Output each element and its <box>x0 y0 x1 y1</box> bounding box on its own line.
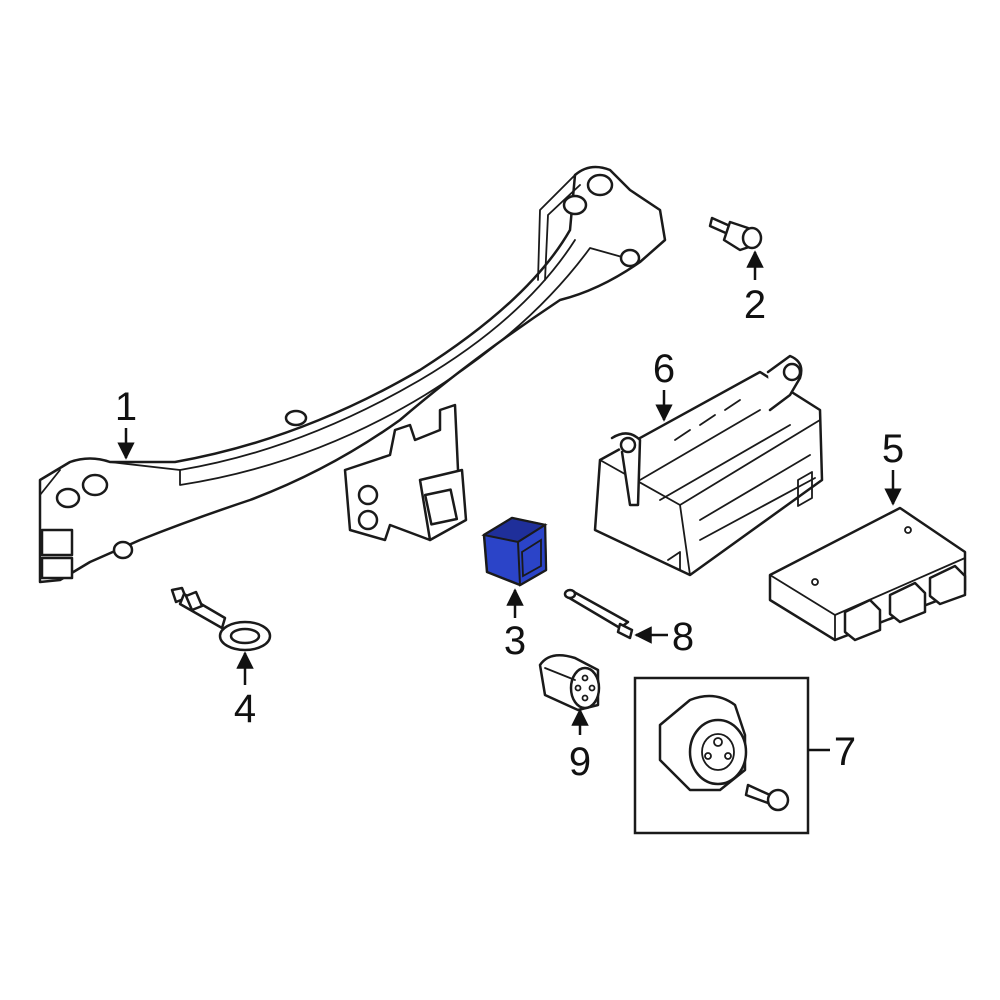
pin[interactable] <box>563 588 634 640</box>
callout-labels: 1 2 3 4 5 6 7 8 9 <box>115 283 904 784</box>
trailer-socket-kit[interactable] <box>633 676 810 835</box>
socket-kit-frame <box>633 676 810 835</box>
leader-arrows <box>117 250 902 752</box>
callout-9: 9 <box>569 740 591 784</box>
tow-eye[interactable] <box>170 586 272 652</box>
callout-7: 7 <box>834 730 856 774</box>
callout-6: 6 <box>653 347 675 391</box>
callout-2: 2 <box>744 283 766 327</box>
callout-3: 3 <box>504 619 526 663</box>
wiring-harness-bracket[interactable] <box>593 354 824 577</box>
callout-1: 1 <box>115 385 137 429</box>
bolt[interactable] <box>708 216 763 252</box>
callout-5: 5 <box>882 427 904 471</box>
receiver-cover[interactable] <box>481 516 548 587</box>
callout-4: 4 <box>234 687 256 731</box>
callout-8: 8 <box>672 615 694 659</box>
control-module[interactable] <box>768 506 967 642</box>
connector[interactable] <box>538 653 601 712</box>
hitch-crossmember[interactable] <box>38 165 667 584</box>
